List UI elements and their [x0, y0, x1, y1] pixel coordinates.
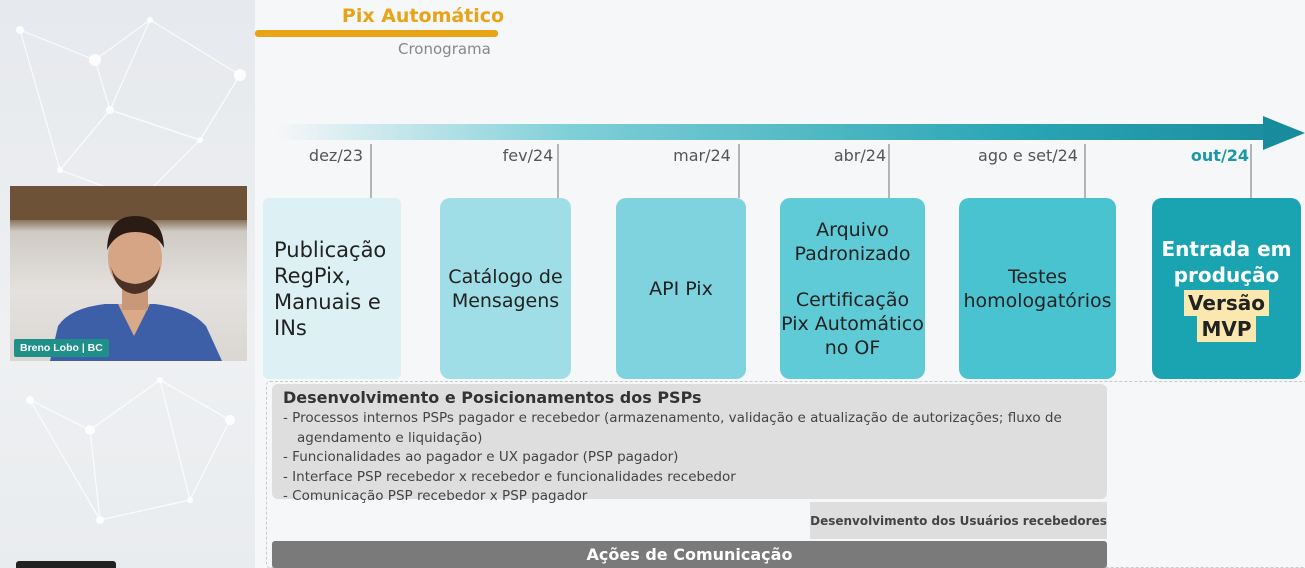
development-item: - Interface PSP recebedor x recebedor e … — [283, 468, 736, 485]
webcam-video — [10, 186, 247, 361]
timeline-date-current: out/24 — [1190, 146, 1250, 165]
card-text: Pix Automático — [781, 312, 924, 335]
development-title: Desenvolvimento e Posicionamentos dos PS… — [283, 388, 702, 407]
timeline-arrow — [275, 124, 1265, 140]
card-text: Testes — [1007, 265, 1067, 288]
timeline-date: fev/24 — [502, 146, 554, 165]
timeline-tick — [738, 144, 740, 198]
participant-name-badge: Breno Lobo | BC — [14, 339, 109, 357]
presentation-slide: Pix Automático Cronograma dez/23 fev/24 … — [255, 0, 1305, 568]
milestone-card-api: API Pix — [616, 198, 746, 379]
card-text: Catálogo de — [448, 265, 563, 288]
slide-title: Pix Automático — [341, 5, 505, 27]
card-text: Publicação — [274, 237, 387, 262]
timeline-arrow-head — [1263, 116, 1305, 150]
card-text: Arquivo — [816, 218, 889, 241]
timeline-tick — [557, 144, 559, 198]
development-item: - Processos internos PSPs pagador e rece… — [283, 410, 1062, 446]
timeline-tick — [888, 144, 890, 198]
card-text: homologatórios — [963, 289, 1112, 312]
development-item: - Funcionalidades ao pagador e UX pagado… — [283, 449, 679, 465]
timeline-date: abr/24 — [833, 146, 887, 165]
milestone-card-producao: Entrada em produção Versão MVP — [1152, 198, 1301, 379]
timeline-date: dez/23 — [308, 146, 364, 165]
milestone-card-arquivo: Arquivo Padronizado Certificação Pix Aut… — [780, 198, 925, 379]
highlighted-text: Versão — [1184, 289, 1269, 316]
highlighted-text: MVP — [1197, 315, 1256, 342]
receivers-development-box: Desenvolvimento dos Usuários recebedores — [810, 502, 1107, 539]
card-text: INs — [274, 315, 307, 340]
timeline-tick — [1084, 144, 1086, 198]
card-text: Mensagens — [451, 289, 560, 312]
card-text: Padronizado — [794, 242, 911, 265]
milestone-card-testes: Testes homologatórios — [959, 198, 1116, 379]
card-text: Entrada em — [1161, 236, 1292, 261]
card-text: Certificação — [795, 288, 910, 311]
timeline-date: mar/24 — [673, 146, 731, 165]
bottom-caption-chip — [16, 561, 116, 568]
speaker-figure — [10, 186, 247, 361]
development-box: Desenvolvimento e Posicionamentos dos PS… — [272, 384, 1107, 504]
card-text: API Pix — [649, 277, 713, 300]
card-text: no OF — [824, 336, 881, 359]
timeline-tick — [1250, 144, 1252, 198]
communication-actions-bar: Ações de Comunicação — [272, 541, 1107, 568]
card-text: Manuais e — [274, 289, 381, 314]
milestone-card-catalogo: Catálogo de Mensagens — [440, 198, 571, 379]
milestone-card-publicacao: Publicação RegPix, Manuais e INs — [263, 198, 401, 379]
development-item: - Comunicação PSP recebedor x PSP pagado… — [283, 488, 588, 504]
timeline-date: ago e set/24 — [978, 146, 1078, 165]
card-text: RegPix, — [274, 263, 352, 288]
title-underline — [255, 30, 498, 37]
slide-subtitle: Cronograma — [398, 40, 491, 58]
card-text: produção — [1173, 262, 1280, 287]
timeline-tick — [370, 144, 372, 198]
